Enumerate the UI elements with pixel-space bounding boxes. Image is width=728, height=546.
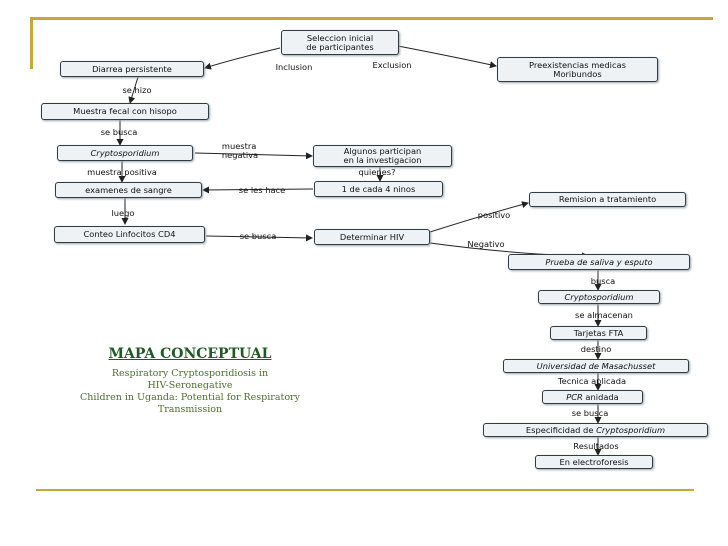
- frame-top-rule: [30, 17, 713, 20]
- label-se-hizo: se hizo: [122, 85, 152, 95]
- node-cryptosporidium-2: Cryptosporidium: [538, 290, 660, 304]
- edge-se-busca-2: [205, 234, 313, 242]
- node-conteo-linfocitos: Conteo Linfocitos CD4: [54, 226, 205, 243]
- node-electroforesis: En electroforesis: [535, 455, 653, 469]
- edge-positivo: [429, 201, 529, 233]
- label-exclusion: Exclusion: [372, 60, 412, 70]
- frame-bottom-rule: [36, 489, 694, 491]
- edge-exclusion: [397, 45, 497, 69]
- caption-block: MAPA CONCEPTUAL Respiratory Cryptosporid…: [70, 346, 310, 416]
- node-uno-de-cada-cuatro: 1 de cada 4 ninos: [314, 181, 443, 197]
- node-prueba-saliva: Prueba de saliva y esputo: [508, 254, 690, 270]
- node-cryptosporidium-1: Cryptosporidium: [57, 145, 193, 161]
- label-se-busca-1: se busca: [100, 127, 138, 137]
- label-destino: destino: [580, 344, 612, 354]
- node-preexistencias: Preexistencias medicas Moribundos: [497, 57, 658, 82]
- node-especificidad: Especificidad de Cryptosporidium: [483, 423, 708, 437]
- especificidad-text: Especificidad de: [525, 424, 597, 435]
- node-pcr-anidada: PCR anidada: [542, 390, 643, 404]
- pcr-text: PCR: [566, 391, 583, 402]
- edge-muestra-negativa: [194, 152, 313, 160]
- caption-title: MAPA CONCEPTUAL: [108, 346, 272, 362]
- especificidad-crypto-text: Cryptosporidium: [596, 424, 666, 435]
- label-busca: busca: [590, 276, 616, 286]
- label-quienes: quienes?: [358, 167, 396, 177]
- node-determinar-hiv: Determinar HIV: [314, 229, 430, 245]
- node-algunos-participan: Algunos participan en la investigacion: [313, 145, 452, 167]
- label-tecnica-aplicada: Tecnica aplicada: [557, 376, 627, 386]
- label-resultados: Resultados: [573, 441, 619, 451]
- node-muestra-fecal: Muestra fecal con hisopo: [41, 103, 209, 120]
- node-tarjetas-fta: Tarjetas FTA: [550, 326, 647, 340]
- label-se-les-hace: se les hace: [238, 185, 286, 195]
- edge-se-hizo: [128, 76, 139, 104]
- node-remision-tratamiento: Remision a tratamiento: [529, 192, 686, 207]
- label-muestra-negativa: muestra negativa: [221, 141, 259, 160]
- label-negativo: Negativo: [467, 239, 505, 249]
- frame-left-rule: [30, 17, 33, 69]
- label-inclusion: Inclusion: [275, 62, 313, 72]
- label-se-almacenan: se almacenan: [575, 310, 633, 320]
- label-muestra-positiva: muestra positiva: [87, 167, 157, 177]
- edge-inclusion: [204, 47, 281, 70]
- anidada-text: anidada: [582, 391, 619, 402]
- node-universidad: Universidad de Masachusset: [503, 359, 689, 373]
- edge-se-les-hace: [202, 186, 314, 194]
- label-positivo: positivo: [477, 210, 511, 220]
- node-diarrea: Diarrea persistente: [60, 61, 204, 77]
- label-luego: luego: [111, 208, 135, 218]
- node-seleccion: Seleccion inicial de participantes: [281, 30, 399, 55]
- caption-subtitle: Respiratory Cryptosporidiosis in HIV-Ser…: [80, 368, 300, 415]
- node-examenes-sangre: examenes de sangre: [55, 182, 202, 198]
- label-se-busca-2: se busca: [239, 231, 277, 241]
- label-se-busca-3: se busca: [571, 408, 609, 418]
